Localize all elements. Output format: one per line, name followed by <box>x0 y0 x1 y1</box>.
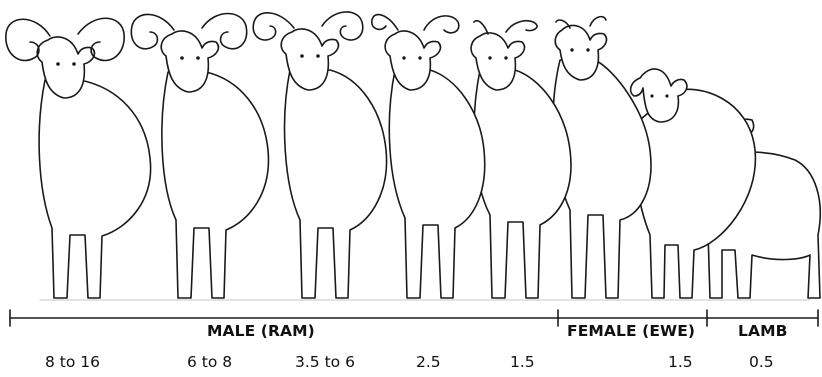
lamb-group-label: LAMB <box>738 322 788 340</box>
female-group-label: FEMALE (EWE) <box>567 322 695 340</box>
age-label-lamb-0-5: 0.5 <box>749 353 774 371</box>
age-label-ewe-1-5: 1.5 <box>668 353 693 371</box>
ram-2-5-figure <box>372 15 485 298</box>
group-bracket <box>10 310 818 326</box>
age-label-ram-2-5: 2.5 <box>416 353 441 371</box>
age-label-ram-8-to-16: 8 to 16 <box>45 353 100 371</box>
ram-8-to-16-figure <box>6 18 151 298</box>
age-label-ram-6-to-8: 6 to 8 <box>187 353 232 371</box>
male-group-label: MALE (RAM) <box>207 322 315 340</box>
ram-3-5-to-6-figure <box>253 12 386 298</box>
age-label-ram-1-5: 1.5 <box>510 353 535 371</box>
ram-6-to-8-figure <box>131 14 268 299</box>
ram-1-5-figure <box>471 21 571 298</box>
age-label-ram-3-5-to-6: 3.5 to 6 <box>295 353 355 371</box>
